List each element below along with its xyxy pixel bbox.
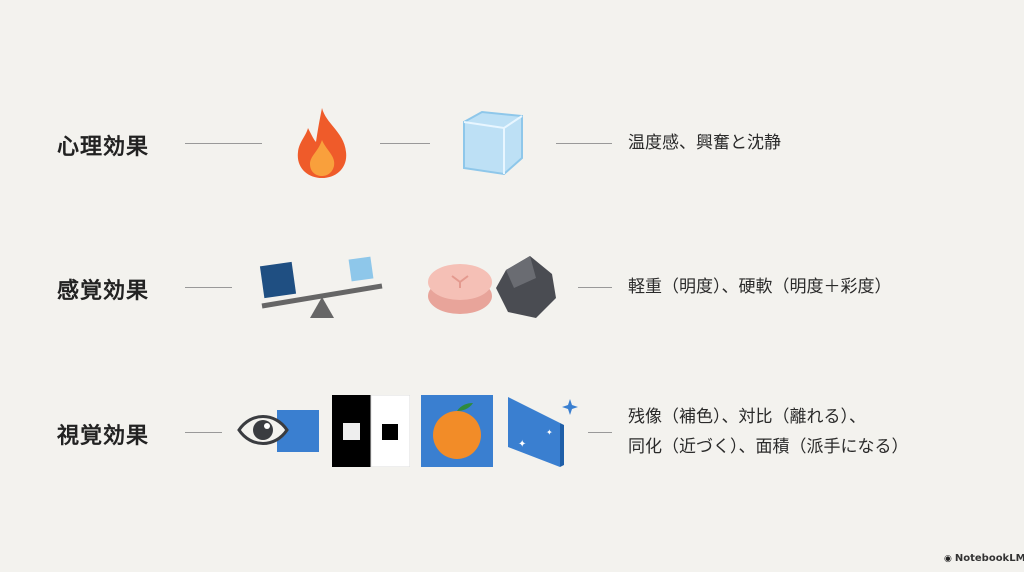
description-line: 同化（近づく）、面積（派手になる） (628, 437, 909, 457)
row-label-visual: 視覚効果 (57, 424, 150, 449)
row-description: 温度感、興奮と沈静 (628, 133, 781, 153)
svg-text:✦: ✦ (546, 428, 553, 437)
row-label-psychological: 心理効果 (57, 135, 150, 160)
eye-afterimage-icon (237, 410, 319, 452)
connector-line (185, 143, 262, 144)
orange-icon (421, 395, 493, 467)
connector-line (380, 143, 430, 144)
description-line: 残像（補色）、対比（離れる）、 (628, 407, 866, 427)
connector-line (185, 287, 232, 288)
brand-label: NotebookLM (954, 553, 1024, 564)
connector-line (578, 287, 612, 288)
contrast-squares-icon (332, 395, 410, 467)
seesaw-icon (259, 256, 383, 318)
row-description: 残像（補色）、対比（離れる）、 同化（近づく）、面積（派手になる） (628, 402, 909, 462)
row-label-sensory: 感覚効果 (57, 279, 150, 304)
notebooklm-logo-icon: ◉ (944, 553, 952, 564)
row-description: 軽重（明度）、硬軟（明度＋彩度） (628, 277, 892, 297)
soft-and-hard-icon (428, 256, 556, 318)
connector-line (588, 432, 612, 433)
sparkling-panel-icon: ✦✦ (508, 397, 578, 467)
notebooklm-brand: ◉ NotebookLM (944, 553, 1024, 564)
fire-icon (297, 108, 347, 178)
svg-text:✦: ✦ (518, 439, 526, 450)
ice-cube-icon (463, 110, 523, 176)
connector-line (556, 143, 612, 144)
connector-line (185, 432, 222, 433)
